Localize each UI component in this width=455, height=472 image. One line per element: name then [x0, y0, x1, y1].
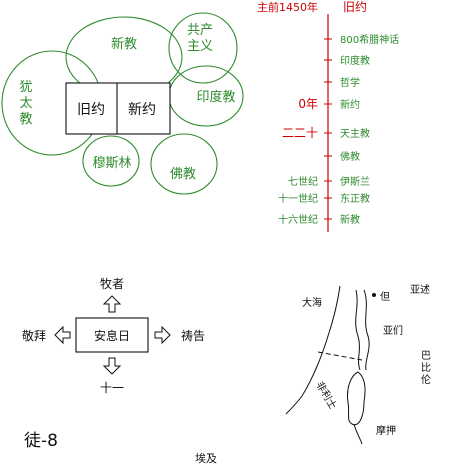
- timeline-era: 0年: [298, 97, 318, 111]
- egypt-label: 埃及: [195, 451, 217, 465]
- timeline-event: 新约: [340, 98, 360, 111]
- label-up: 牧者: [100, 277, 124, 291]
- map-label-babylon-2: 比: [421, 362, 431, 374]
- timeline-event: 佛教: [340, 150, 360, 163]
- timeline-era: 七世纪: [288, 176, 318, 188]
- label-new-teaching: 新教: [111, 36, 137, 52]
- dead-sea: [347, 371, 366, 426]
- bible-box: [65, 82, 171, 135]
- circle-buddhism: [150, 133, 218, 195]
- timeline-event: 伊斯兰: [340, 175, 370, 188]
- label-right: 祷告: [181, 328, 205, 343]
- acts-reference: 徒-8: [24, 431, 58, 451]
- timeline-start-book: 旧约: [343, 0, 367, 14]
- timeline-era: 十一世纪: [278, 192, 318, 205]
- sabbath-label: 安息日: [94, 328, 130, 343]
- map-label-sea: 大海: [302, 296, 322, 309]
- arrow-down-icon: [102, 357, 122, 375]
- arrow-up-icon: [102, 295, 122, 313]
- religion-diagram: 新教 共产 主义 犹 太 教 印度教 旧约 新约 穆斯林 佛教: [1, 12, 244, 195]
- label-communism-1: 共产: [187, 23, 213, 38]
- sabbath-box: [75, 317, 149, 353]
- coastline: [285, 285, 341, 415]
- label-islam: 穆斯林: [92, 156, 131, 171]
- arrow-right-icon: [154, 325, 171, 345]
- label-old-testament: 旧约: [77, 102, 105, 118]
- map-label-dan: 但: [380, 291, 390, 303]
- map-label-philistine: 非利士: [313, 379, 339, 411]
- dashed-border: [317, 351, 363, 361]
- label-hinduism: 印度教: [196, 89, 235, 105]
- circle-islam: [82, 135, 140, 187]
- label-buddhism: 佛教: [170, 166, 196, 182]
- sabbath-diagram: 安息日 牧者 十一 敬拜 祷告: [22, 277, 205, 395]
- timeline-event: 新教: [340, 213, 360, 226]
- label-judaism-2: 太: [19, 96, 32, 111]
- label-judaism-3: 教: [19, 111, 32, 127]
- timeline-era: 十六世纪: [278, 213, 318, 226]
- label-left: 敬拜: [22, 329, 46, 343]
- label-communism-2: 主义: [187, 39, 213, 54]
- label-new-testament: 新约: [128, 102, 156, 118]
- israel-map-sketch: 大海 但 亚述 亚们 巴 比 伦 非利士 摩押: [285, 284, 431, 445]
- label-judaism-1: 犹: [19, 80, 32, 95]
- timeline-era: 二二十: [282, 126, 318, 140]
- timeline-event: 东正教: [340, 192, 370, 205]
- timeline-event: 800希腊神话: [340, 33, 399, 46]
- timeline-event: 天主教: [340, 127, 370, 140]
- dan-dot: [372, 293, 376, 297]
- map-label-babylon-1: 巴: [421, 350, 431, 362]
- jordan-south: [353, 423, 363, 445]
- jordan-river-west: [355, 289, 361, 371]
- arrow-left-icon: [54, 325, 71, 345]
- label-down: 十一: [100, 381, 124, 395]
- jordan-river-east: [363, 289, 370, 371]
- timeline-event: 哲学: [340, 76, 360, 89]
- map-label-moab: 摩押: [376, 424, 396, 437]
- map-label-asia: 亚述: [410, 284, 430, 296]
- map-label-yamen: 亚们: [383, 324, 403, 337]
- map-label-babylon-3: 伦: [421, 373, 431, 386]
- timeline-event: 印度教: [340, 54, 370, 67]
- circle-communism: [168, 12, 238, 84]
- timeline-start-label: 主前1450年: [257, 0, 318, 14]
